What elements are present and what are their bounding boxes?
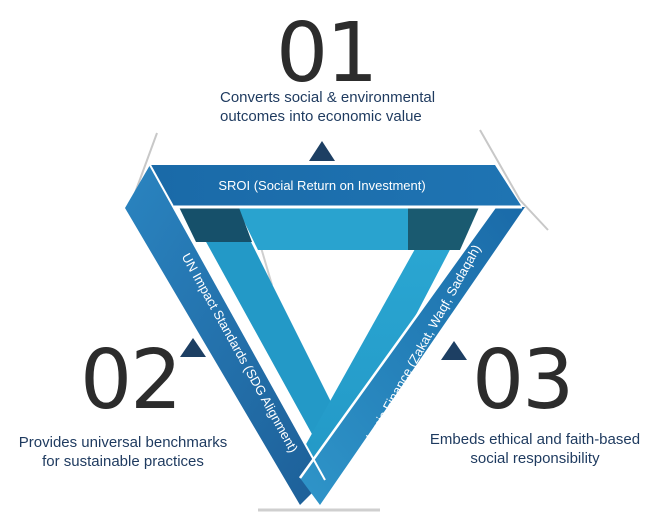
- description-line: for sustainable practices: [42, 453, 204, 470]
- band-left: [125, 165, 325, 505]
- band-top: [150, 165, 522, 207]
- description-line: Converts social & environmental: [220, 89, 436, 106]
- step-number-1: 01: [276, 6, 378, 101]
- fold-shadow-left: [178, 205, 252, 242]
- marker-triangle-2: [180, 338, 206, 357]
- step-description-1: Converts social & environmental outcomes…: [220, 88, 480, 126]
- step-number-2: 02: [80, 333, 182, 428]
- description-line: social responsibility: [470, 450, 600, 467]
- shadow-line: [479, 129, 549, 231]
- inner-face-left: [205, 240, 335, 445]
- band-edge: [298, 206, 497, 479]
- band-right: [300, 207, 525, 505]
- description-line: Provides universal benchmarks: [18, 434, 228, 451]
- band-label-1: SROI (Social Return on Investment): [218, 178, 425, 193]
- step-description-2: Provides universal benchmarks for sustai…: [0, 433, 246, 471]
- description-line: outcomes into economic value: [220, 108, 422, 125]
- step-description-3: Embeds ethical and faith-based social re…: [410, 430, 660, 468]
- description-line: Embeds ethical and faith-based: [429, 431, 641, 448]
- fold-shadow-right: [408, 205, 480, 250]
- step-number-3: 03: [472, 333, 574, 428]
- band-edge: [149, 164, 326, 481]
- marker-triangle-1: [309, 141, 335, 161]
- marker-triangle-3: [441, 341, 467, 360]
- inner-face-right: [300, 240, 455, 470]
